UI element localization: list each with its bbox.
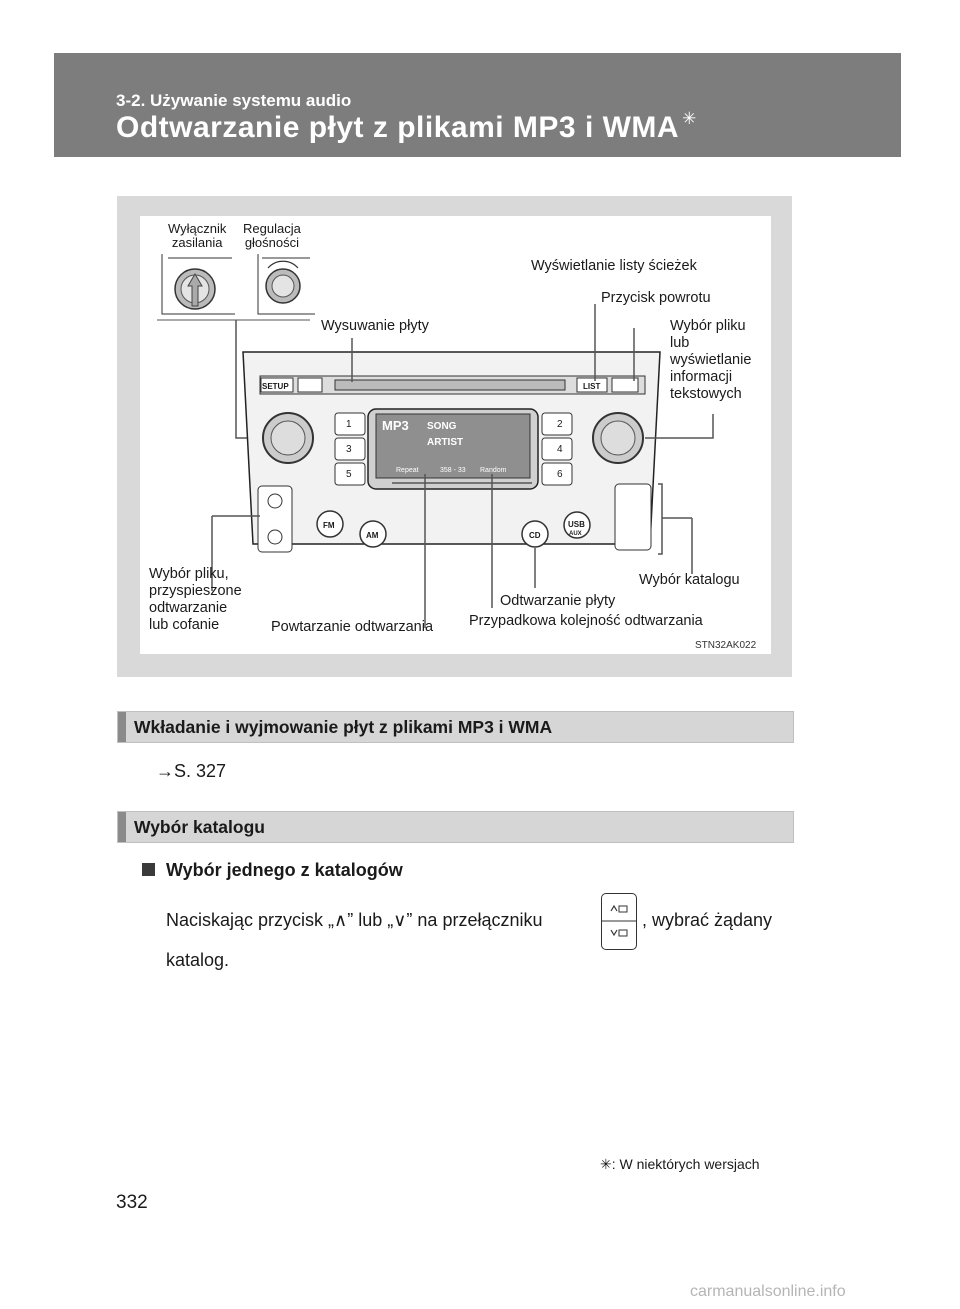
display-artist: ARTIST xyxy=(427,437,464,448)
asterisk-icon: ✳ xyxy=(600,1156,612,1172)
preset-3: 3 xyxy=(346,444,352,455)
display-counter: 358 - 33 xyxy=(440,467,466,474)
label-power-switch: Wyłącznik zasilania xyxy=(168,221,227,250)
display-song: SONG xyxy=(427,421,457,432)
square-bullet-icon xyxy=(142,863,155,876)
label-file-select-info: Wybór pliku lub wyświetlanie informacji … xyxy=(670,318,752,402)
label-volume: Regulacja głośności xyxy=(243,221,301,250)
am-button-label: AM xyxy=(366,531,379,540)
page-title: Odtwarzanie płyt z plikami MP3 i WMA✳ xyxy=(116,109,697,144)
label-disc-play: Odtwarzanie płyty xyxy=(500,593,616,609)
preset-4: 4 xyxy=(557,444,563,455)
fm-button-label: FM xyxy=(323,521,335,530)
preset-1: 1 xyxy=(346,419,352,430)
page-number: 332 xyxy=(116,1192,148,1213)
down-symbol: ∨ xyxy=(393,910,407,930)
up-symbol: ∧ xyxy=(334,910,348,930)
footnote: ✳: W niektórych wersjach xyxy=(600,1156,760,1172)
label-track-list: Wyświetlanie listy ścieżek xyxy=(531,258,697,274)
preset-5: 5 xyxy=(346,469,352,480)
instruction-line-1: Naciskając przycisk „∧” lub „∨” na przeł… xyxy=(166,910,543,930)
display-random: Random xyxy=(480,467,507,474)
folder-switch-icon xyxy=(601,893,637,950)
label-random: Przypadkowa kolejność odtwarzania xyxy=(469,613,703,629)
usb-button-label: USB xyxy=(568,520,585,529)
disc-slot xyxy=(334,379,566,391)
display-mode: MP3 xyxy=(382,418,409,433)
page-reference: →S. 327 xyxy=(156,761,227,781)
list-button-label: LIST xyxy=(583,382,601,391)
audio-panel-figure: SETUP LIST FM AM CD USB AUX 1 2 3 4 5 6 … xyxy=(140,216,771,654)
section-heading-folder: Wybór katalogu xyxy=(117,811,794,843)
subheading: Wybór jednego z katalogów xyxy=(142,860,403,881)
asterisk-icon: ✳ xyxy=(682,109,697,128)
watermark: carmanualsonline.info xyxy=(690,1283,846,1300)
instruction-line-2: katalog. xyxy=(166,950,230,970)
preset-6: 6 xyxy=(557,469,563,480)
figure-code: STN32AK022 xyxy=(695,640,757,651)
setup-button-label: SETUP xyxy=(262,382,289,391)
audio-panel-illustration xyxy=(157,254,714,628)
label-repeat: Powtarzanie odtwarzania xyxy=(271,619,434,635)
preset-2: 2 xyxy=(557,419,563,430)
label-file-select-ff: Wybór pliku, przyspieszone odtwarzanie l… xyxy=(149,566,242,633)
section-heading-insert: Wkładanie i wyjmowanie płyt z plikami MP… xyxy=(117,711,794,743)
section-title: 3-2. Używanie systemu audio xyxy=(116,91,352,110)
aux-button-label: AUX xyxy=(569,531,582,537)
cd-button-label: CD xyxy=(529,531,541,540)
label-eject: Wysuwanie płyty xyxy=(321,318,429,334)
chapter-header: 3-2. Używanie systemu audio Odtwarzanie … xyxy=(54,53,901,157)
label-folder-select: Wybór katalogu xyxy=(639,572,740,588)
label-back-button: Przycisk powrotu xyxy=(601,290,711,306)
display-repeat: Repeat xyxy=(396,467,419,474)
instruction-line-1-end: , wybrać żądany xyxy=(642,910,773,930)
folder-switch-glyph xyxy=(602,904,636,937)
